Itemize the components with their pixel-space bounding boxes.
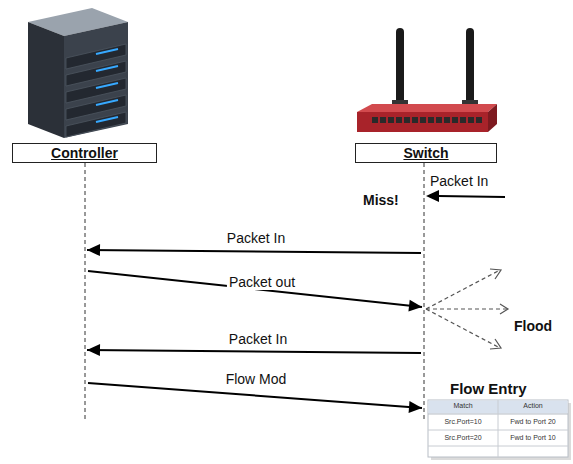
server-icon xyxy=(28,8,128,138)
flood-arrows xyxy=(426,270,507,348)
annotation: Miss! xyxy=(363,193,399,208)
router-icon xyxy=(357,28,497,132)
lifeline xyxy=(424,163,425,420)
message-label: Packet In xyxy=(227,332,289,347)
flood-heads xyxy=(490,269,508,349)
incoming-arrow xyxy=(426,190,505,202)
annotation: Flow Entry xyxy=(450,381,527,398)
message-arrow xyxy=(85,163,424,413)
lifeline xyxy=(85,163,86,420)
table-cell: Fwd to Port 10 xyxy=(498,434,568,442)
table-cell: Src.Port=20 xyxy=(428,434,498,442)
message-label: Flow Mod xyxy=(224,372,289,387)
node-title: Controller xyxy=(51,145,118,161)
message-arrow xyxy=(85,163,424,256)
annotation: Packet In xyxy=(430,174,488,189)
table-cell: Fwd to Port 20 xyxy=(498,418,568,426)
message-label: Packet In xyxy=(225,231,287,246)
annotation: Flood xyxy=(514,319,552,334)
message-arrow xyxy=(85,163,424,312)
table-cell: Action xyxy=(498,402,568,410)
lifeline-box: Switch xyxy=(355,143,497,163)
message-label: Packet out xyxy=(227,275,297,290)
table-cell: Match xyxy=(428,402,498,410)
table-cell: Src.Port=10 xyxy=(428,418,498,426)
flow-table xyxy=(428,400,571,460)
node-title: Switch xyxy=(403,145,448,161)
lifeline-box: Controller xyxy=(12,143,157,163)
message-arrow xyxy=(85,163,424,356)
